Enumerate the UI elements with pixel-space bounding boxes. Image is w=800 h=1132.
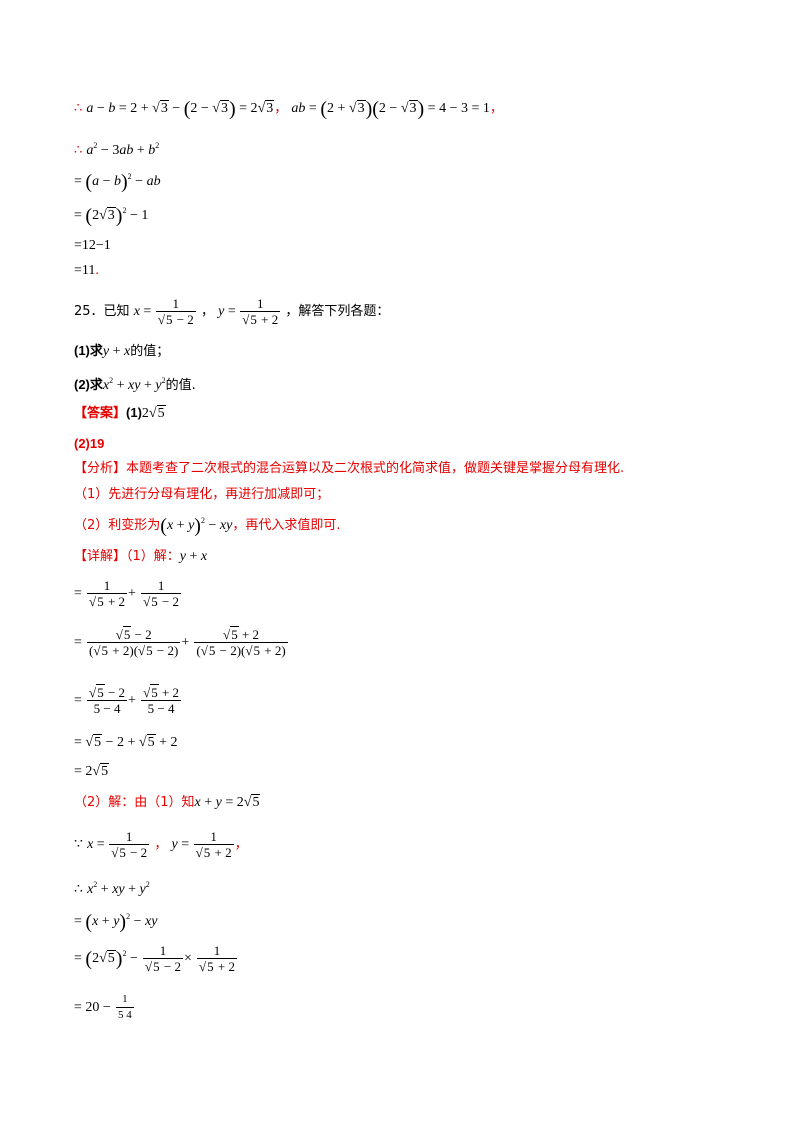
line-step2: = (23)2 − 1	[74, 203, 148, 226]
question-25-part1: (1)求y + x的值；	[74, 343, 170, 359]
line-step4: =11.	[74, 263, 99, 278]
answer-2: (2)19	[74, 436, 105, 451]
detail-step5: = 25	[74, 763, 110, 780]
line-expr: ∴ a2 − 3ab + b2	[74, 141, 160, 158]
detail-because: ∵ x = 15 − 2 ， y = 15 + 2，	[74, 829, 248, 860]
answer: 【答案】(1)25	[74, 405, 166, 422]
line-a-minus-b: ∴ a − b = 2 + 3 − (2 − 3) = 23， ab = (2 …	[74, 99, 503, 119]
question-25-part2: (2)求x2 + xy + y2的值.	[74, 376, 196, 393]
detail-therefore: ∴ x2 + xy + y2	[74, 880, 150, 897]
detail: 【详解】（1）解：y + x	[74, 549, 208, 564]
line-step3: =12−1	[74, 238, 111, 253]
detail-step4: = 5 − 2 + 5 + 2	[74, 734, 177, 751]
question-25: 25．已知 x = 15 − 2 ， y = 15 + 2 ，解答下列各题：	[74, 296, 389, 327]
line-step1: = (a − b)2 − ab	[74, 170, 161, 193]
analysis-1: （1）先进行分母有理化，再进行加减即可；	[74, 487, 330, 502]
detail-step1: = 15 + 2+ 15 − 2	[74, 578, 182, 609]
analysis: 【分析】本题考查了二次根式的混合运算以及二次根式的化简求值，做题关键是掌握分母有…	[74, 461, 625, 476]
analysis-2: （2）利变形为(x + y)2 − xy，再代入求值即可.	[74, 514, 341, 537]
detail-step2: = 5 − 2(5 + 2)(5 − 2)+ 5 + 2(5 − 2)(5 + …	[74, 626, 289, 658]
detail-part2: （2）解：由（1）知x + y = 25	[74, 794, 261, 811]
detail-step7: = (25)2 − 15 − 2× 15 + 2	[74, 943, 238, 974]
detail-step3: = 5 − 25 − 4+ 5 + 25 − 4	[74, 684, 182, 716]
detail-step6: = (x + y)2 − xy	[74, 910, 158, 933]
